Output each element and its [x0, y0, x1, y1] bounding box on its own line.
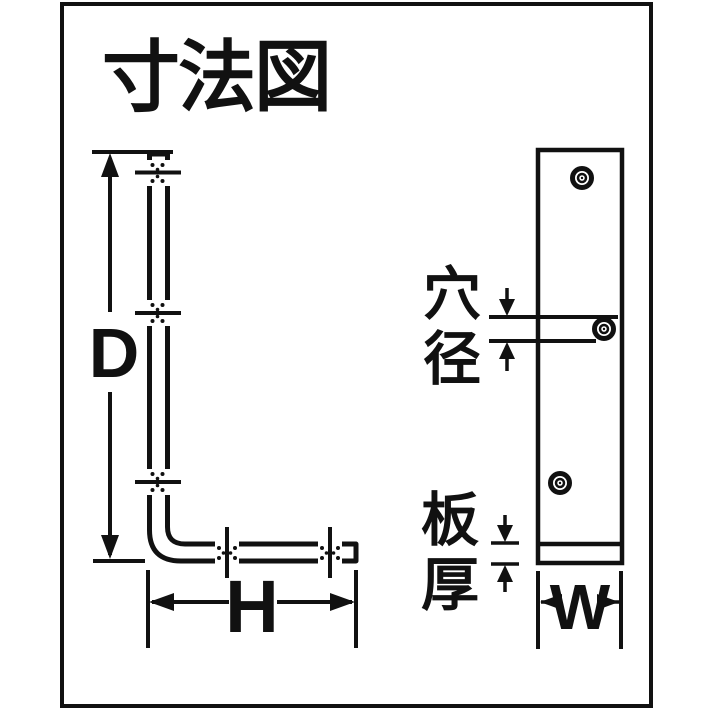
dimension-w-label: W — [550, 571, 611, 643]
dot — [155, 483, 160, 488]
hole-icon — [548, 471, 572, 495]
dot — [150, 303, 155, 307]
hole-section-icon — [135, 469, 181, 495]
dot — [150, 472, 155, 476]
arrowhead-left-icon — [149, 593, 174, 611]
dot — [150, 319, 155, 323]
dot — [160, 488, 165, 492]
hole-section-icon — [135, 160, 181, 186]
hole-section-icon — [135, 300, 181, 326]
dot — [155, 314, 160, 319]
hole-diameter-label-char2: 径 — [423, 327, 481, 392]
dot — [160, 303, 165, 307]
dot — [155, 307, 160, 312]
diagram-title: 寸法図 — [102, 33, 330, 121]
dot — [150, 163, 155, 167]
dot — [217, 556, 221, 560]
dot — [233, 546, 237, 550]
dot — [150, 488, 155, 492]
horizontal-leg-hole-symbols — [215, 527, 342, 578]
arrowhead-left-icon — [540, 594, 562, 610]
vertical-leg-hole-symbols — [135, 160, 181, 495]
dimension-w: W — [536, 571, 623, 649]
dot — [324, 551, 329, 555]
arrowhead-right-icon — [597, 594, 619, 610]
dimension-d: D — [89, 150, 173, 563]
dot — [320, 546, 324, 550]
hole-section-icon — [318, 527, 342, 578]
dot — [336, 556, 340, 560]
hole-diameter-label-char1: 穴 — [423, 262, 481, 327]
dot — [217, 546, 221, 550]
dot — [228, 551, 233, 555]
plate-thickness-label-char1: 板 — [421, 488, 479, 553]
plate-thickness-callout: 板 厚 — [421, 488, 519, 618]
arrowhead-down-icon — [101, 535, 119, 559]
dot — [155, 476, 160, 481]
hole-center-dot — [580, 176, 584, 180]
dot — [331, 551, 336, 555]
hole-icon — [592, 317, 616, 341]
arrowhead-up-icon — [499, 342, 515, 359]
l-bracket-profile — [147, 151, 359, 564]
arrowhead-right-icon — [330, 593, 355, 611]
plate-holes — [548, 166, 616, 495]
front-view: 穴 径 — [421, 147, 625, 649]
dimension-h: H — [146, 565, 358, 648]
dot — [150, 179, 155, 183]
arrowhead-up-icon — [101, 153, 119, 177]
dimension-d-label: D — [89, 314, 140, 392]
hole-center-dot — [602, 327, 606, 331]
dot — [221, 551, 226, 555]
dot — [233, 556, 237, 560]
plate-thickness-label-char2: 厚 — [421, 553, 479, 618]
dot — [160, 472, 165, 476]
hole-section-icon — [215, 527, 239, 578]
dot — [155, 167, 160, 172]
hole-icon — [570, 166, 594, 190]
hole-diameter-callout: 穴 径 — [423, 262, 618, 392]
arrowhead-up-icon — [497, 565, 513, 582]
side-view: D H — [89, 150, 359, 648]
hole-center-dot — [558, 481, 562, 485]
dot — [160, 319, 165, 323]
dot — [160, 179, 165, 183]
dot — [160, 163, 165, 167]
dot — [336, 546, 340, 550]
dot — [155, 174, 160, 179]
dimension-h-label: H — [225, 565, 278, 648]
arrowhead-down-icon — [499, 299, 515, 316]
arrowhead-down-icon — [497, 525, 513, 542]
plate-outline — [535, 147, 625, 566]
dot — [320, 556, 324, 560]
